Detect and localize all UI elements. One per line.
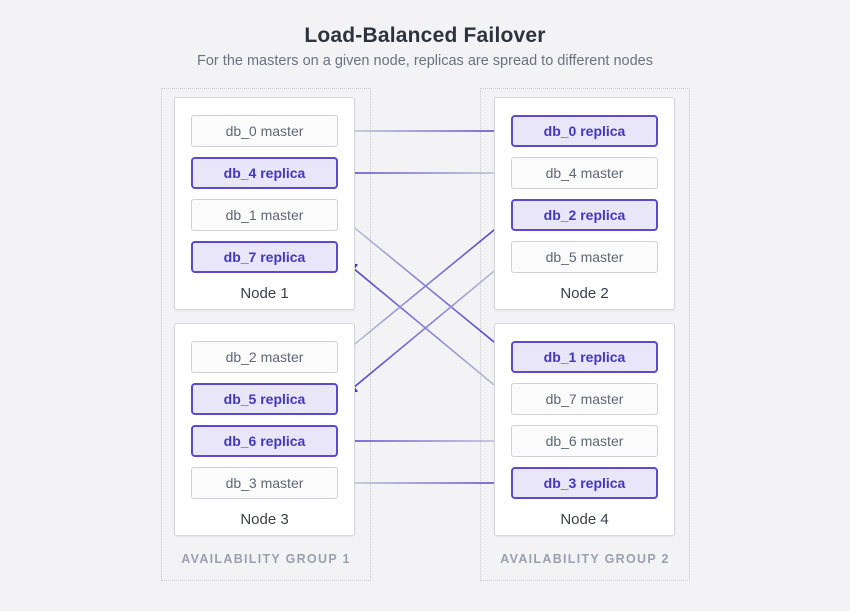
slot-db_7-master: db_7 master: [511, 383, 658, 415]
slot-db_7-replica: db_7 replica: [191, 241, 338, 273]
node-3-label: Node 3: [240, 510, 289, 528]
slot-db_6-replica: db_6 replica: [191, 425, 338, 457]
node-4-card: db_1 replica db_7 master db_6 master db_…: [494, 323, 675, 536]
slot-db_2-master: db_2 master: [191, 341, 338, 373]
slot-db_5-replica: db_5 replica: [191, 383, 338, 415]
slot-db_1-replica: db_1 replica: [511, 341, 658, 373]
slot-db_0-replica: db_0 replica: [511, 115, 658, 147]
node-1-label: Node 1: [240, 284, 289, 302]
slot-db_2-replica: db_2 replica: [511, 199, 658, 231]
availability-group-2: AVAILABILITY GROUP 2: [480, 88, 690, 581]
node-2-label: Node 2: [560, 284, 609, 302]
connector-db_2: [338, 219, 507, 358]
availability-group-1: AVAILABILITY GROUP 1: [161, 88, 371, 581]
slot-db_3-master: db_3 master: [191, 467, 338, 499]
availability-group-1-label: AVAILABILITY GROUP 1: [181, 552, 351, 566]
slot-db_4-master: db_4 master: [511, 157, 658, 189]
slot-db_1-master: db_1 master: [191, 199, 338, 231]
availability-group-2-label: AVAILABILITY GROUP 2: [500, 552, 670, 566]
connector-db_1: [338, 214, 507, 353]
slot-db_6-master: db_6 master: [511, 425, 658, 457]
node-3-card: db_2 master db_5 replica db_6 replica db…: [174, 323, 355, 536]
connector-db_7: [345, 261, 512, 400]
node-2-card: db_0 replica db_4 master db_2 replica db…: [494, 97, 675, 310]
slot-db_0-master: db_0 master: [191, 115, 338, 147]
connector-db_5: [345, 256, 512, 395]
page-subtitle: For the masters on a given node, replica…: [197, 53, 653, 69]
page-title: Load-Balanced Failover: [304, 24, 546, 47]
slot-db_4-replica: db_4 replica: [191, 157, 338, 189]
slot-db_3-replica: db_3 replica: [511, 467, 658, 499]
node-1-card: db_0 master db_4 replica db_1 master db_…: [174, 97, 355, 310]
slot-db_5-master: db_5 master: [511, 241, 658, 273]
node-4-label: Node 4: [560, 510, 609, 528]
